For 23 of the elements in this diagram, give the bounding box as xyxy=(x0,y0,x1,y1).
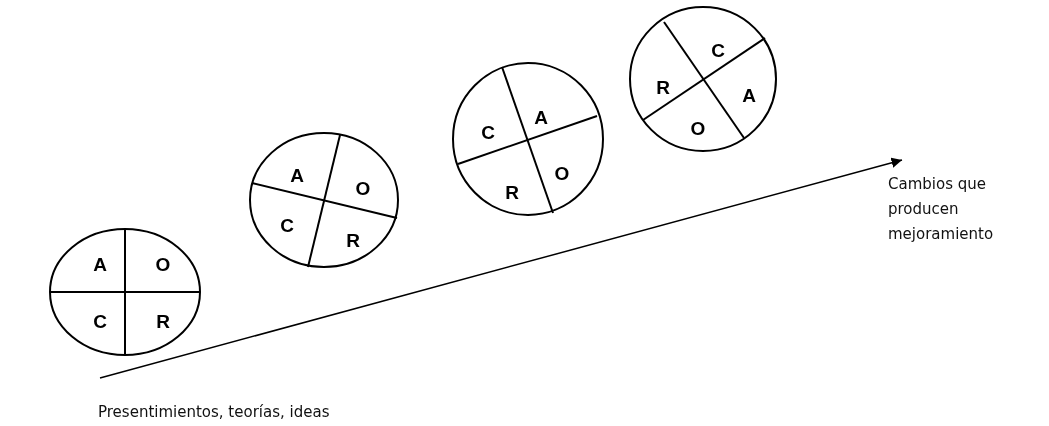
quadrant-letter: C xyxy=(280,215,294,235)
caption-text: Presentimientos, teorías, ideas xyxy=(98,402,331,423)
quadrant-letter: R xyxy=(156,311,170,331)
arrow xyxy=(99,157,903,379)
quadrant-letter: A xyxy=(742,85,756,105)
quadrant-letter: A xyxy=(534,107,548,127)
quadrant-circle xyxy=(249,132,399,268)
quadrant-circle xyxy=(49,228,201,356)
quadrant-letter: C xyxy=(711,40,725,60)
quadrant-circle xyxy=(452,62,604,216)
quadrant-circle xyxy=(629,6,777,152)
quadrant-letter: O xyxy=(690,118,706,138)
quadrant-letter: O xyxy=(355,178,371,198)
quadrant-letter: O xyxy=(155,254,171,274)
quadrant-letter: A xyxy=(290,165,304,185)
quadrant-letter: R xyxy=(505,182,519,202)
quadrant-letter: R xyxy=(346,230,360,250)
caption-text: Cambios que producen mejoramiento xyxy=(888,174,995,245)
quadrant-letter: C xyxy=(481,122,495,142)
quadrant-letter: A xyxy=(93,254,107,274)
quadrant-letter: R xyxy=(656,77,670,97)
quadrant-letter: C xyxy=(93,311,107,331)
quadrant-letter: O xyxy=(554,163,570,183)
